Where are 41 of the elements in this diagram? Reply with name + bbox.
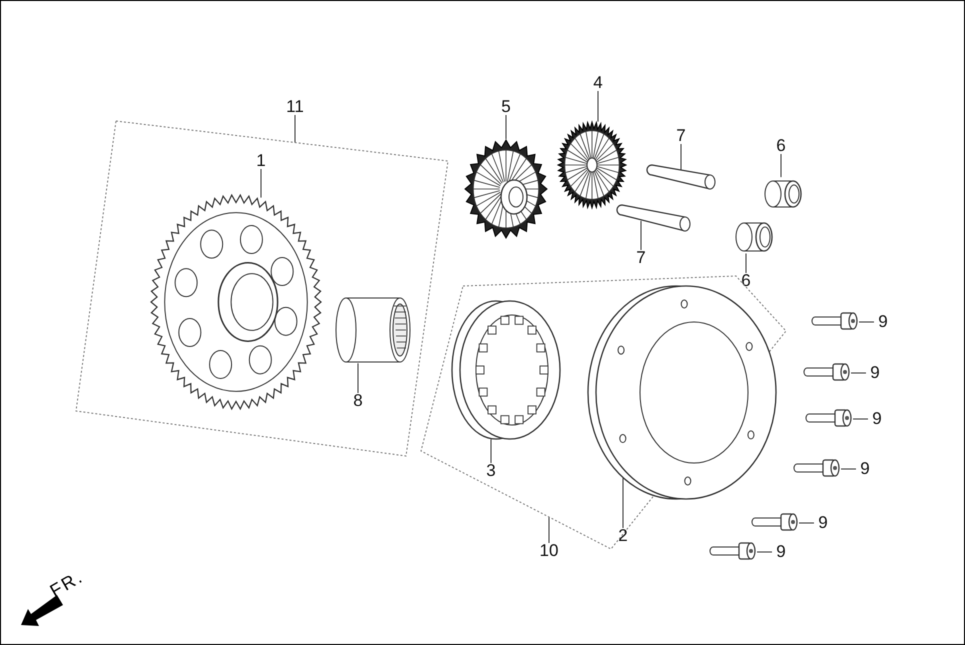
leader-line	[622, 478, 624, 528]
callout-number: 4	[590, 73, 606, 93]
dotted-group-outline	[76, 121, 449, 457]
bevel-gear-drawing	[557, 121, 627, 209]
leader-line	[840, 468, 856, 470]
callout-number: 9	[875, 312, 891, 332]
leader-line	[640, 220, 642, 250]
leader-line	[490, 438, 492, 464]
callout-number: 10	[536, 541, 562, 561]
callout-number: 9	[867, 363, 883, 383]
starter-gear-drawing	[149, 193, 323, 411]
leader-line	[850, 372, 866, 374]
bolt-drawing	[791, 457, 841, 479]
leader-line	[548, 516, 550, 544]
callout-number: 3	[483, 461, 499, 481]
leader-line	[852, 418, 868, 420]
callout-number: 5	[498, 97, 514, 117]
callout-number: 9	[869, 409, 885, 429]
callout-number: 7	[673, 126, 689, 146]
callout-number: 7	[633, 248, 649, 268]
bolt-drawing	[809, 310, 859, 332]
callout-number: 8	[350, 391, 366, 411]
callout-number: 6	[773, 136, 789, 156]
leader-line	[798, 522, 814, 524]
leader-line	[260, 168, 262, 198]
direction-label: FR.	[46, 566, 88, 602]
bolt-drawing	[803, 407, 853, 429]
callout-number: 2	[615, 526, 631, 546]
leader-line	[780, 154, 782, 178]
leader-line	[680, 144, 682, 170]
bolt-drawing	[801, 361, 851, 383]
callout-number: 11	[282, 97, 308, 117]
bolt-drawing	[707, 540, 757, 562]
bevel-gear-drawing	[464, 139, 548, 239]
callout-number: 9	[773, 542, 789, 562]
leader-line	[294, 114, 296, 144]
callout-number: 9	[815, 513, 831, 533]
callout-number: 1	[253, 151, 269, 171]
callout-number: 6	[738, 271, 754, 291]
callout-number: 9	[857, 459, 873, 479]
bolt-drawing	[749, 511, 799, 533]
